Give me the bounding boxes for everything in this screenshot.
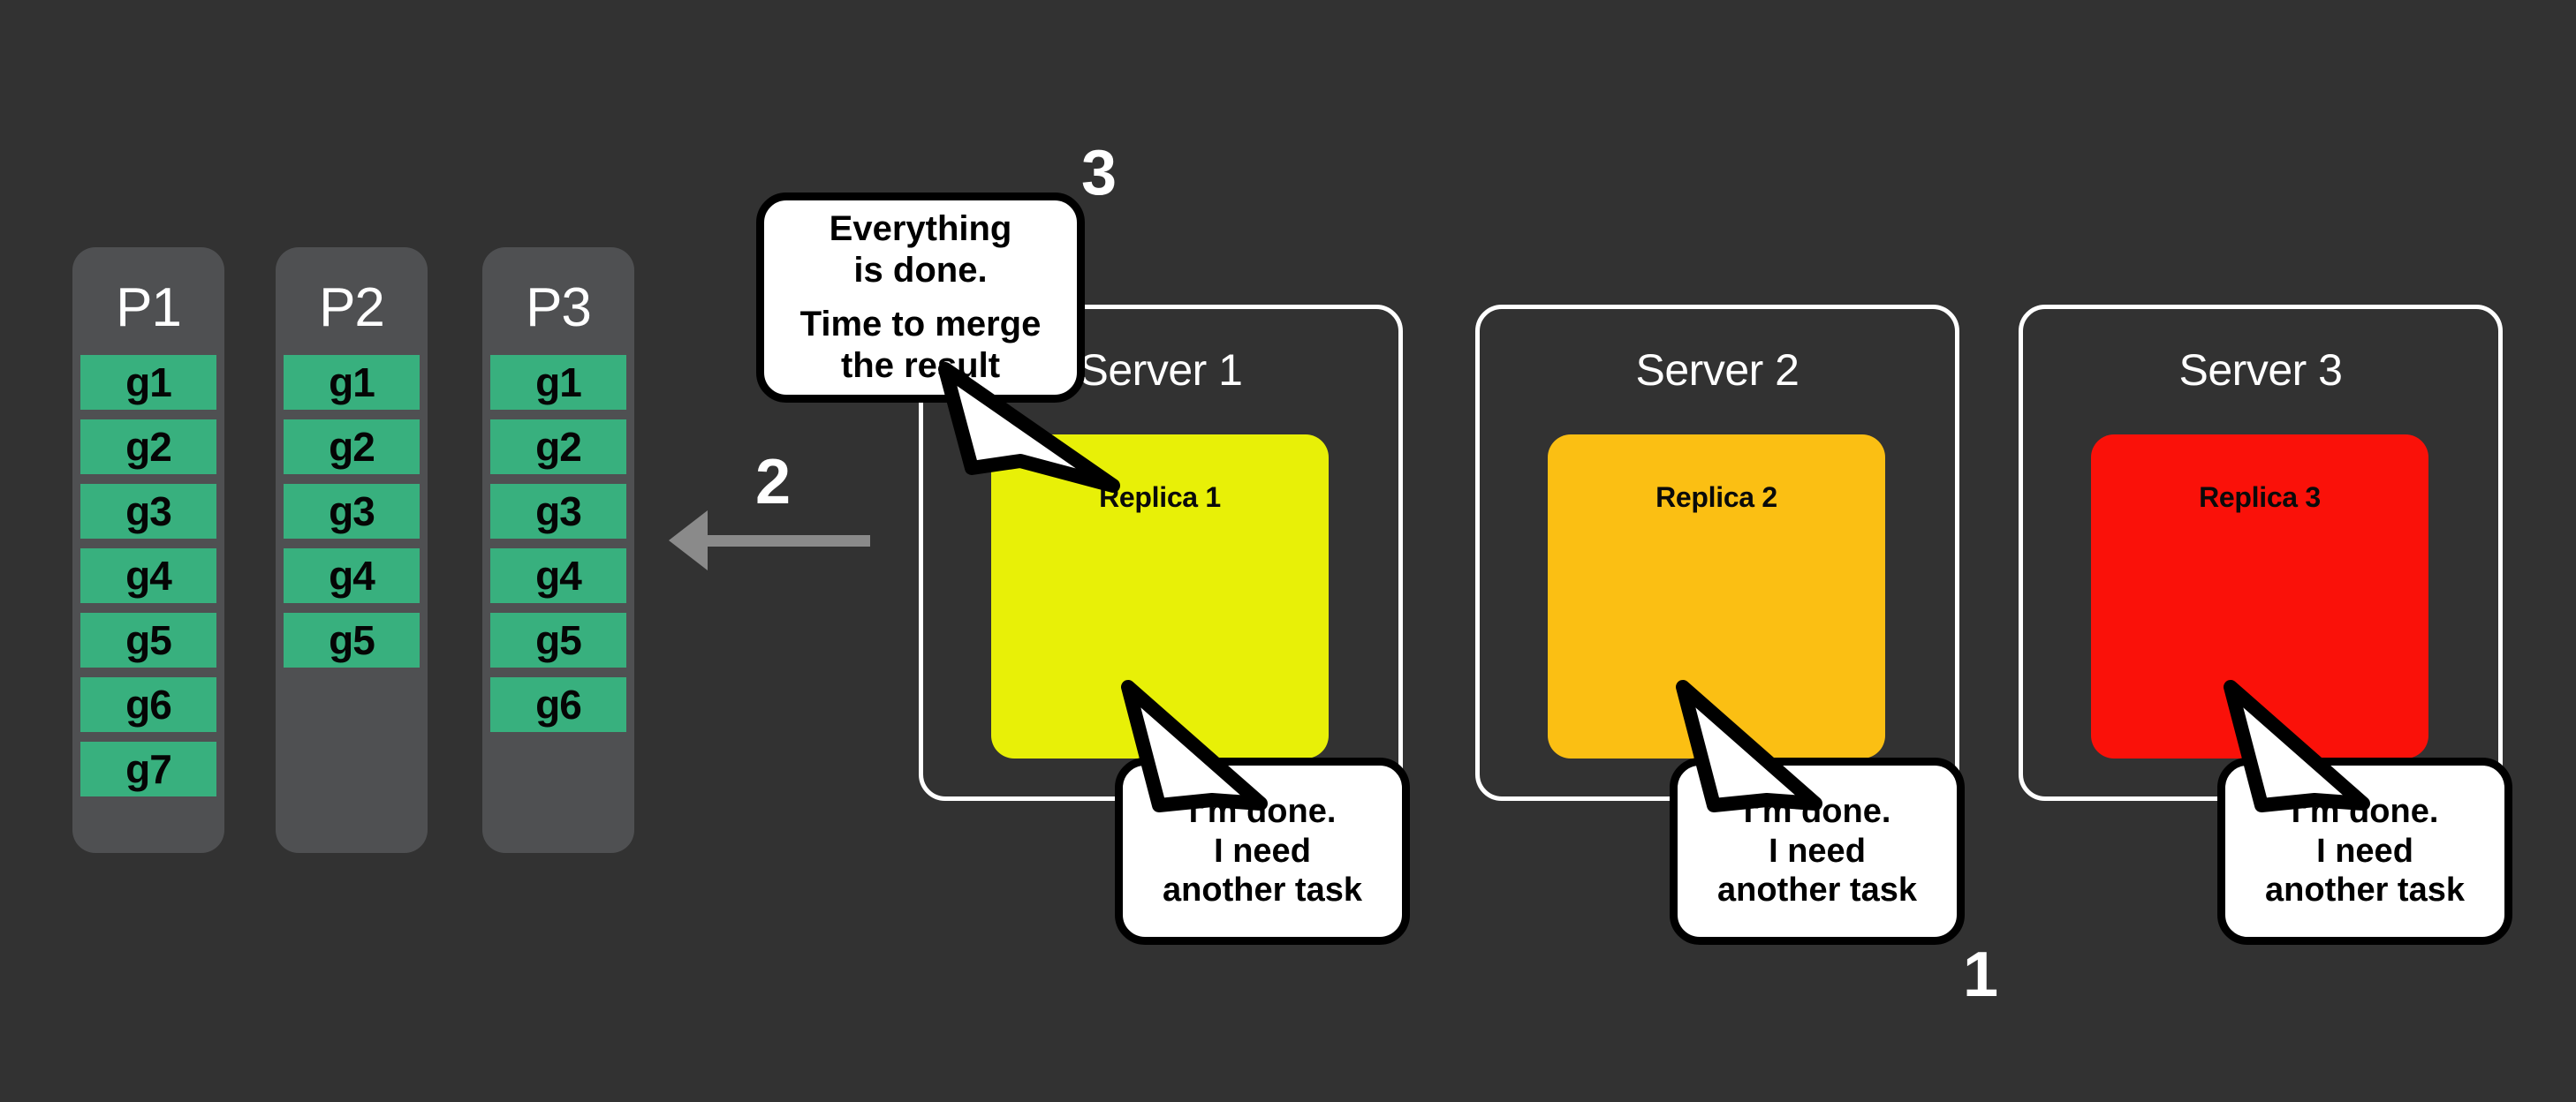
merge-bubble-line-4: the result	[840, 346, 1001, 386]
group-block[interactable]: g1	[80, 355, 216, 410]
partition-p2-groups: g1 g2 g3 g4 g5	[276, 336, 428, 668]
step-number-2: 2	[755, 447, 791, 517]
partition-p3-title: P3	[526, 277, 592, 338]
server-3-title: Server 3	[2178, 345, 2343, 395]
done-bubble-3-line-3: another task	[2265, 872, 2465, 910]
partition-p3[interactable]: P3 g1 g2 g3 g4 g5 g6	[482, 247, 634, 853]
group-block[interactable]: g5	[490, 613, 626, 668]
step-number-3: 3	[1081, 138, 1117, 208]
done-bubble-3-tail	[2224, 680, 2370, 812]
group-block[interactable]: g2	[284, 419, 420, 474]
partition-p2[interactable]: P2 g1 g2 g3 g4 g5	[276, 247, 428, 853]
partition-p1-title: P1	[116, 277, 182, 338]
replica-1-box[interactable]	[991, 434, 1329, 759]
done-bubble-2-line-3: another task	[1717, 872, 1917, 910]
done-bubble-3[interactable]: I’m done. I need another task	[2217, 758, 2512, 945]
group-block[interactable]: g1	[284, 355, 420, 410]
done-bubble-2-tail	[1676, 680, 1822, 812]
group-block[interactable]: g4	[490, 548, 626, 603]
group-block[interactable]: g1	[490, 355, 626, 410]
merge-bubble-line-3: Time to merge	[799, 305, 1042, 343]
server-2-title: Server 2	[1635, 345, 1799, 395]
done-bubble-1-line-3: another task	[1163, 872, 1362, 910]
group-block[interactable]: g6	[490, 677, 626, 732]
done-bubble-1-line-2: I need	[1214, 832, 1311, 870]
replica-2-box[interactable]	[1548, 434, 1885, 759]
group-block[interactable]: g4	[284, 548, 420, 603]
replica-2-label: Replica 2	[1655, 481, 1777, 513]
assign-arrow-line	[707, 535, 870, 547]
group-block[interactable]: g3	[490, 484, 626, 539]
group-block[interactable]: g3	[80, 484, 216, 539]
group-block[interactable]: g6	[80, 677, 216, 732]
server-1-title: Server 1	[1079, 345, 1243, 395]
done-bubble-2-line-2: I need	[1769, 832, 1866, 870]
merge-bubble-line-1: Everything	[829, 208, 1012, 248]
done-bubble-1-tail	[1121, 680, 1268, 812]
partition-p1-groups: g1 g2 g3 g4 g5 g6 g7	[72, 336, 224, 796]
replica-3-label: Replica 3	[2199, 481, 2321, 513]
group-block[interactable]: g2	[490, 419, 626, 474]
group-block[interactable]: g2	[80, 419, 216, 474]
group-block[interactable]: g4	[80, 548, 216, 603]
step-number-1: 1	[1963, 940, 1998, 1010]
merge-bubble[interactable]: Everything is done. Time to merge the re…	[756, 192, 1085, 403]
partition-p2-title: P2	[319, 277, 385, 338]
partition-p1[interactable]: P1 g1 g2 g3 g4 g5 g6 g7	[72, 247, 224, 853]
done-bubble-2[interactable]: I’m done. I need another task	[1670, 758, 1965, 945]
group-block[interactable]: g7	[80, 742, 216, 796]
done-bubble-3-line-2: I need	[2316, 832, 2413, 870]
partition-p3-groups: g1 g2 g3 g4 g5 g6	[482, 336, 634, 732]
merge-bubble-tail	[938, 362, 1120, 493]
group-block[interactable]: g5	[80, 613, 216, 668]
group-block[interactable]: g5	[284, 613, 420, 668]
assign-arrow-head	[669, 510, 708, 570]
group-block[interactable]: g3	[284, 484, 420, 539]
merge-bubble-line-2: is done.	[853, 250, 988, 290]
